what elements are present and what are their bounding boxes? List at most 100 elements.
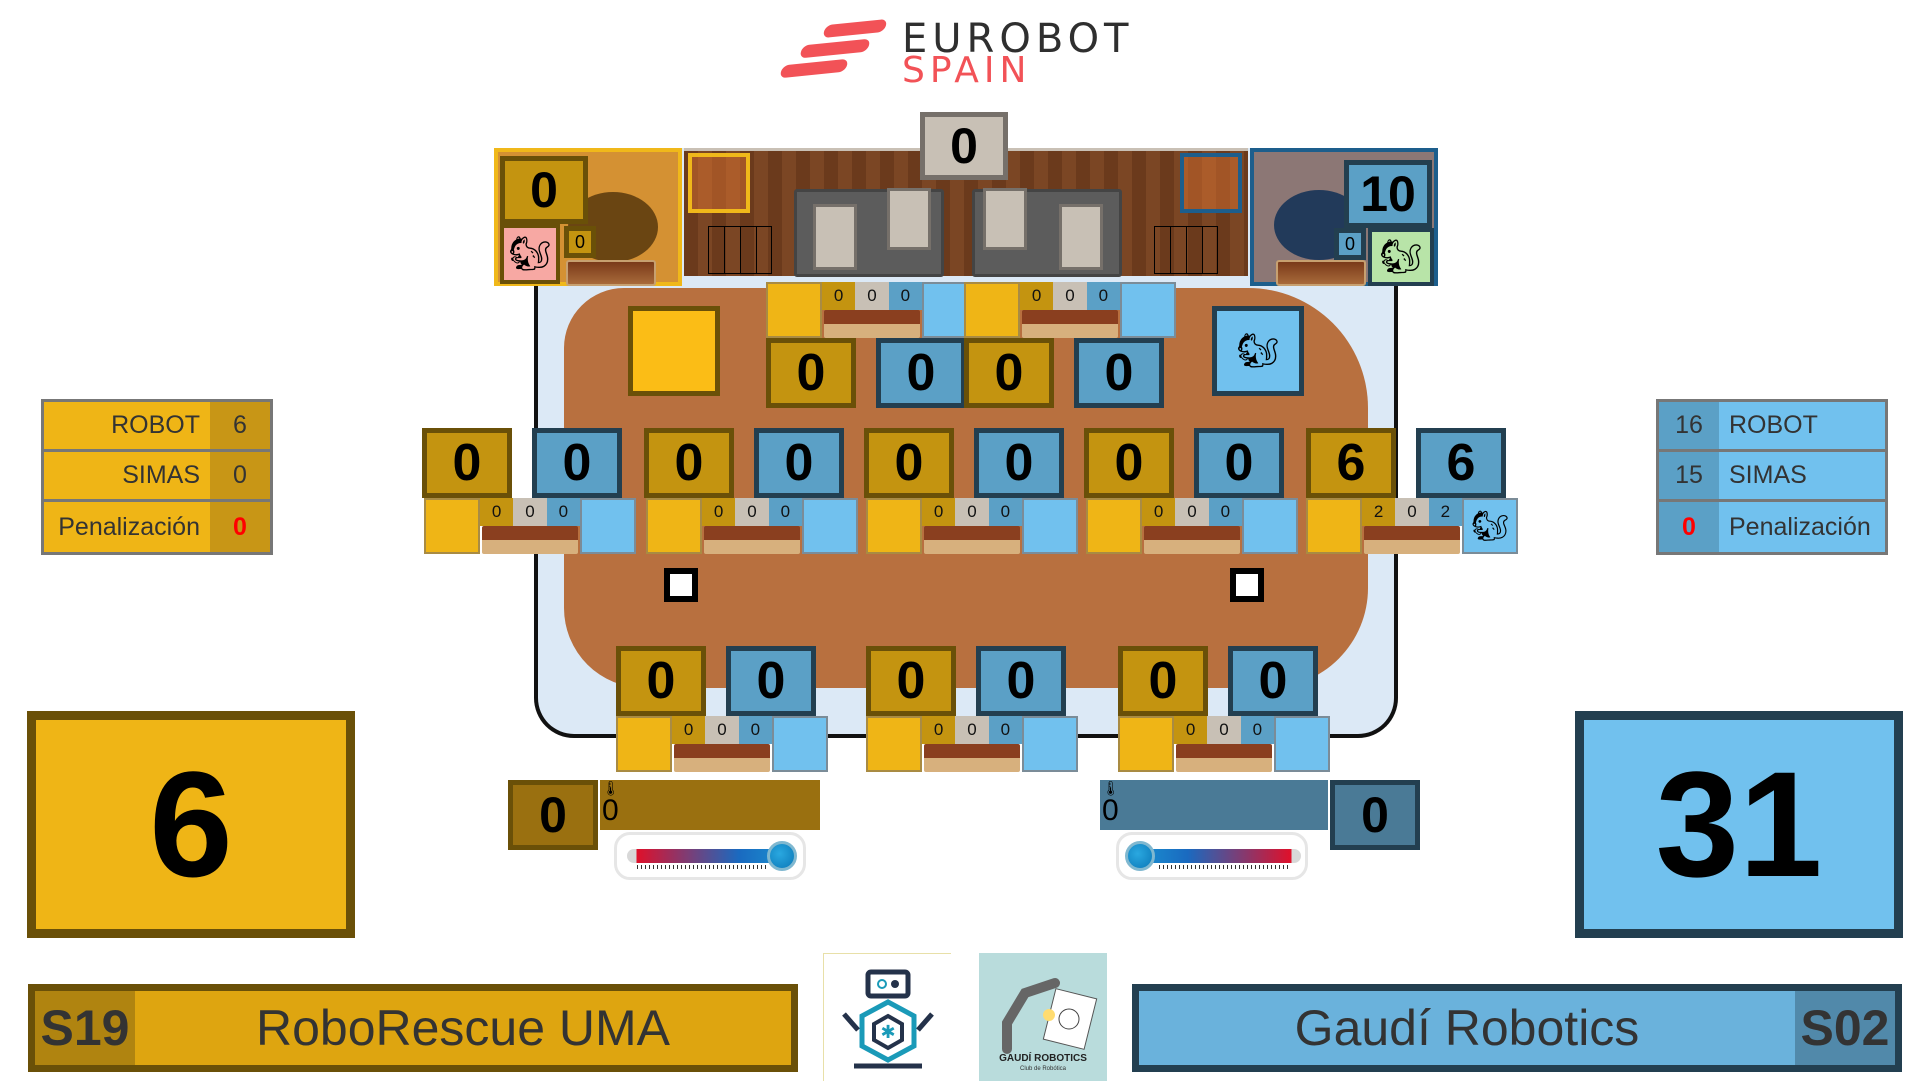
stat-value: 0 bbox=[210, 452, 270, 499]
yellow-grid-marker bbox=[708, 226, 772, 274]
yellow-cell bbox=[424, 498, 480, 554]
acorn-crate-icon bbox=[704, 526, 800, 554]
score-box: 0 bbox=[866, 646, 956, 716]
score-box: 0 bbox=[726, 646, 816, 716]
score-box: 6 bbox=[1416, 428, 1506, 498]
blue-total-score: 31 bbox=[1575, 711, 1903, 938]
yellow-start-zone bbox=[628, 306, 720, 396]
pantry-neutral-count: 0 bbox=[1207, 716, 1241, 744]
top-pantry-2: 0 0 0 bbox=[964, 282, 1176, 338]
yellow-nest-sub-score: 0 bbox=[564, 226, 596, 258]
pantry-blue-count: 2 bbox=[1428, 498, 1462, 526]
score-box: 0 bbox=[422, 428, 512, 498]
blue-nest-area: 10 0 🐿 bbox=[1250, 148, 1438, 286]
blue-drop-zone bbox=[1180, 153, 1242, 213]
blue-cell bbox=[1022, 716, 1078, 772]
pantry-blue-count: 0 bbox=[888, 282, 922, 310]
yellow-total-score: 6 bbox=[27, 711, 355, 938]
yellow-cell bbox=[1118, 716, 1174, 772]
blue-thermo-score: 0 bbox=[1330, 780, 1420, 850]
roborescue-robot-logo: ✱ bbox=[823, 953, 951, 1081]
blue-cell bbox=[802, 498, 858, 554]
score-box: 0 bbox=[766, 338, 856, 408]
stat-label: ROBOT bbox=[44, 402, 210, 449]
pantry-neutral-count: 0 bbox=[1175, 498, 1209, 526]
blue-team-name: Gaudí Robotics bbox=[1294, 1000, 1640, 1056]
blue-cell bbox=[580, 498, 636, 554]
pantry-blue-count: 0 bbox=[738, 716, 772, 744]
stat-label: Penalización bbox=[44, 502, 210, 552]
aruco-marker bbox=[1230, 568, 1264, 602]
blue-sima-value: 0 bbox=[1102, 794, 1119, 827]
yellow-cell bbox=[964, 282, 1020, 338]
blue-cell bbox=[1120, 282, 1176, 338]
acorn-crate-icon bbox=[1276, 260, 1366, 286]
pantry-blue-count: 0 bbox=[988, 716, 1022, 744]
score-box: 0 bbox=[1194, 428, 1284, 498]
squirrel-icon: 🐿 bbox=[1462, 498, 1518, 554]
squirrel-group-icon: 🐿 bbox=[1212, 306, 1304, 396]
stat-value: 6 bbox=[210, 402, 270, 449]
pantry-yellow-count: 0 bbox=[1020, 282, 1054, 310]
pantry-yellow-count: 0 bbox=[1174, 716, 1208, 744]
score-box: 0 bbox=[754, 428, 844, 498]
penalty-value: 0 bbox=[210, 502, 270, 552]
pantry-neutral-count: 0 bbox=[855, 282, 889, 310]
pantry-yellow-count: 0 bbox=[1142, 498, 1176, 526]
yellow-cell bbox=[766, 282, 822, 338]
pantry-blue-count: 0 bbox=[768, 498, 802, 526]
game-field: 0 🐿 0 10 0 🐿 0 0 0 0 0 0 0 bbox=[422, 112, 1518, 778]
yellow-drop-zone bbox=[688, 153, 750, 213]
yellow-cell bbox=[1306, 498, 1362, 554]
score-box: 0 bbox=[864, 428, 954, 498]
yellow-thermometer bbox=[614, 832, 806, 880]
yellow-nest-score: 0 bbox=[500, 156, 588, 224]
score-box: 0 bbox=[1084, 428, 1174, 498]
yellow-cell bbox=[616, 716, 672, 772]
blue-thermometer bbox=[1116, 832, 1308, 880]
pantry-blue-count: 0 bbox=[1086, 282, 1120, 310]
stat-label: ROBOT bbox=[1719, 402, 1885, 449]
pantry-blue-count: 0 bbox=[1240, 716, 1274, 744]
blue-sima-bar: 🌡 0 bbox=[1100, 780, 1328, 830]
yellow-thermo-score: 0 bbox=[508, 780, 598, 850]
stat-value: 16 bbox=[1659, 402, 1719, 449]
acorn-crate-icon bbox=[1364, 526, 1460, 554]
yellow-cell bbox=[866, 498, 922, 554]
pantry-neutral-count: 0 bbox=[735, 498, 769, 526]
pantry-yellow-count: 0 bbox=[702, 498, 736, 526]
score-box: 0 bbox=[1074, 338, 1164, 408]
pantry-neutral-count: 0 bbox=[1395, 498, 1429, 526]
center-score: 0 bbox=[920, 112, 1008, 180]
score-box: 0 bbox=[616, 646, 706, 716]
stat-label: SIMAS bbox=[44, 452, 210, 499]
acorn-crate-icon bbox=[482, 526, 578, 554]
blue-cell bbox=[1022, 498, 1078, 554]
blue-team-bar: Gaudí Robotics S02 bbox=[1132, 984, 1902, 1072]
gaudi-logo-subcaption: Club de Robótica bbox=[1019, 1066, 1067, 1072]
yellow-team-name: RoboRescue UMA bbox=[255, 1000, 671, 1056]
acorn-crate-icon bbox=[824, 310, 920, 338]
brand-word-eurobot: EUROBOT bbox=[902, 16, 1134, 62]
stat-value: 15 bbox=[1659, 452, 1719, 499]
yellow-nest-area: 0 🐿 0 bbox=[494, 148, 682, 286]
score-box: 0 bbox=[532, 428, 622, 498]
pantry-yellow-count: 0 bbox=[480, 498, 514, 526]
yellow-sima-bar: 🌡 0 bbox=[600, 780, 820, 830]
score-box: 6 bbox=[1306, 428, 1396, 498]
pantry-blue-count: 0 bbox=[988, 498, 1022, 526]
left-elevator bbox=[794, 188, 944, 277]
aruco-marker bbox=[664, 568, 698, 602]
score-box: 0 bbox=[1228, 646, 1318, 716]
thermometer-small-icon: 🌡 bbox=[1102, 780, 1120, 796]
gaudi-robotics-logo: GAUDÍ ROBOTICS Club de Robótica bbox=[979, 953, 1107, 1081]
